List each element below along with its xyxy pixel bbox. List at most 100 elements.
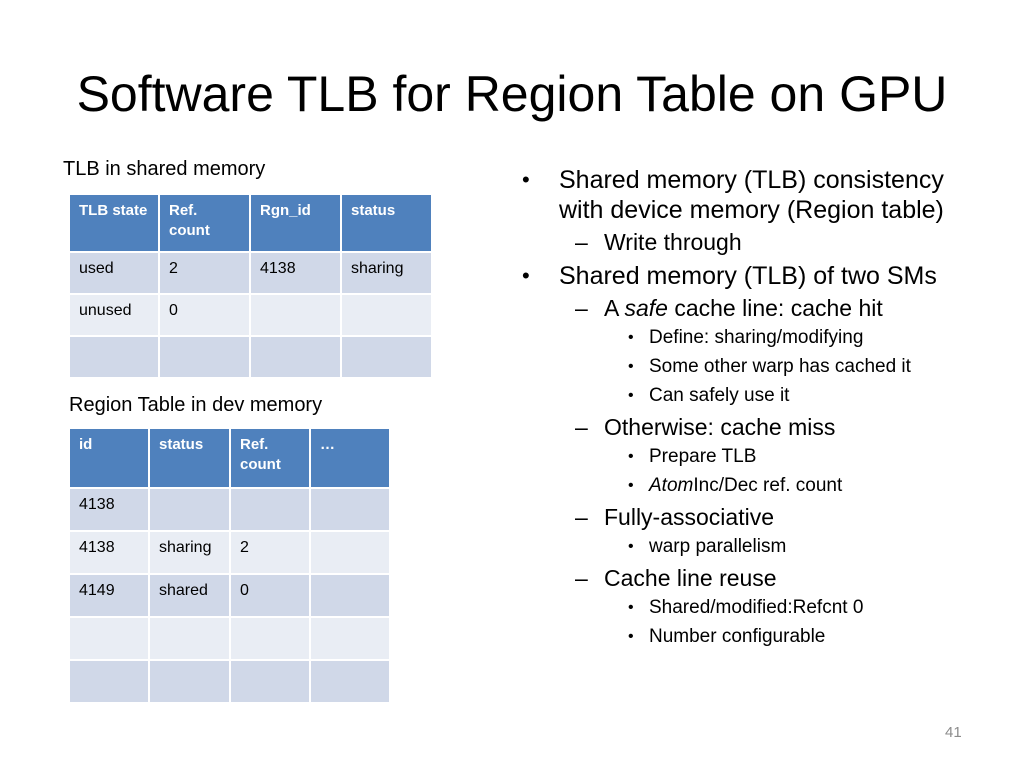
table-row: unused 0 — [68, 293, 433, 337]
dash-marker: – — [575, 504, 588, 530]
region-table-header-cell: id — [68, 427, 150, 489]
bullet-text: Cache line reuse — [604, 565, 777, 591]
table-cell: shared — [148, 573, 231, 618]
bullet-text: Inc/Dec ref. count — [693, 475, 843, 496]
bullet-text: cache line: cache hit — [667, 295, 883, 321]
sub-sub-bullet-item: • Define: sharing/modifying — [522, 323, 992, 352]
table-cell — [309, 530, 391, 575]
table-cell: 0 — [229, 573, 311, 618]
bullet-text: Otherwise: cache miss — [604, 414, 836, 440]
table-cell — [148, 616, 231, 661]
table-cell — [68, 659, 150, 704]
table-cell: 2 — [229, 530, 311, 575]
region-table-caption: Region Table in dev memory — [69, 394, 323, 416]
table-row: 4149 shared 0 — [68, 573, 391, 618]
table-cell — [68, 335, 160, 379]
table-cell — [340, 293, 433, 337]
table-cell — [68, 616, 150, 661]
sub-bullet-item: – A safe cache line: cache hit — [522, 293, 992, 323]
table-cell — [229, 487, 311, 532]
table-cell — [309, 616, 391, 661]
region-table-header-cell: status — [148, 427, 231, 489]
table-cell — [158, 335, 251, 379]
emphasis-text: Atom — [649, 475, 694, 496]
dash-marker: – — [575, 414, 588, 440]
sub-sub-bullet-item: • Some other warp has cached it — [522, 352, 992, 381]
table-cell — [249, 335, 342, 379]
bullet-text: Write through — [604, 229, 742, 255]
bullet-marker: • — [628, 448, 634, 465]
tlb-header-cell: Rgn_id — [249, 193, 342, 253]
sub-bullet-item: – Fully-associative — [522, 502, 992, 532]
table-cell: sharing — [148, 530, 231, 575]
tlb-caption: TLB in shared memory — [63, 158, 266, 180]
table-cell — [229, 616, 311, 661]
bullet-marker: • — [628, 358, 634, 375]
bullet-text: Define: sharing/modifying — [649, 327, 864, 348]
table-cell: 4138 — [249, 251, 342, 295]
table-row — [68, 659, 391, 704]
bullet-marker: • — [628, 477, 634, 494]
table-cell: 2 — [158, 251, 251, 295]
table-cell: unused — [68, 293, 160, 337]
tlb-header-cell: Ref. count — [158, 193, 251, 253]
sub-bullet-item: – Write through — [522, 227, 992, 257]
table-row — [68, 616, 391, 661]
table-cell: 4138 — [68, 530, 150, 575]
dash-marker: – — [575, 295, 588, 321]
bullet-marker: • — [628, 628, 634, 645]
sub-sub-bullet-item: • Prepare TLB — [522, 442, 992, 471]
table-cell — [229, 659, 311, 704]
bullet-text: Can safely use it — [649, 385, 790, 406]
sub-sub-bullet-item: • Can safely use it — [522, 381, 992, 410]
bullet-text: Shared/modified:Refcnt 0 — [649, 597, 864, 618]
region-table-header-row: id status Ref. count … — [68, 427, 391, 489]
page-number: 41 — [945, 724, 962, 741]
region-table-header-cell: … — [309, 427, 391, 489]
tlb-header-cell: TLB state — [68, 193, 160, 253]
table-cell — [309, 573, 391, 618]
table-cell: used — [68, 251, 160, 295]
table-row: 4138 — [68, 487, 391, 532]
bullet-text: A — [604, 295, 625, 321]
bullet-item: • Shared memory (TLB) consistency with d… — [522, 165, 992, 225]
table-cell — [340, 335, 433, 379]
tlb-header-cell: status — [340, 193, 433, 253]
region-table: id status Ref. count … 4138 4138 sharing… — [68, 427, 391, 704]
table-cell: 4149 — [68, 573, 150, 618]
tlb-header-row: TLB state Ref. count Rgn_id status — [68, 193, 433, 253]
sub-bullet-item: – Cache line reuse — [522, 563, 992, 593]
sub-sub-bullet-item: • warp parallelism — [522, 532, 992, 561]
table-cell: sharing — [340, 251, 433, 295]
sub-sub-bullet-item: • Shared/modified:Refcnt 0 — [522, 593, 992, 622]
table-cell — [249, 293, 342, 337]
bullet-text: Number configurable — [649, 626, 826, 647]
region-table-header-cell: Ref. count — [229, 427, 311, 489]
bullet-text: Some other warp has cached it — [649, 356, 911, 377]
emphasis-text: safe — [624, 295, 668, 321]
bullet-text: Shared memory (TLB) consistency with dev… — [559, 166, 944, 224]
bullet-marker: • — [522, 167, 530, 192]
bullet-text: warp parallelism — [649, 536, 787, 557]
slide-title: Software TLB for Region Table on GPU — [76, 66, 948, 122]
bullet-item: • Shared memory (TLB) of two SMs — [522, 261, 992, 291]
dash-marker: – — [575, 565, 588, 591]
tlb-table: TLB state Ref. count Rgn_id status used … — [68, 193, 433, 379]
sub-bullet-item: – Otherwise: cache miss — [522, 412, 992, 442]
dash-marker: – — [575, 229, 588, 255]
table-cell: 0 — [158, 293, 251, 337]
table-row: 4138 sharing 2 — [68, 530, 391, 575]
bullet-text: Fully-associative — [604, 504, 774, 530]
table-cell — [309, 487, 391, 532]
sub-sub-bullet-item: • AtomInc/Dec ref. count — [522, 471, 992, 500]
bullet-text: Prepare TLB — [649, 446, 757, 467]
table-cell — [148, 659, 231, 704]
bullet-marker: • — [522, 263, 530, 288]
bullet-marker: • — [628, 599, 634, 616]
table-row: used 2 4138 sharing — [68, 251, 433, 295]
bullet-marker: • — [628, 538, 634, 555]
table-cell — [148, 487, 231, 532]
table-row — [68, 335, 433, 379]
bullet-text: Shared memory (TLB) of two SMs — [559, 262, 937, 290]
bullet-marker: • — [628, 329, 634, 346]
